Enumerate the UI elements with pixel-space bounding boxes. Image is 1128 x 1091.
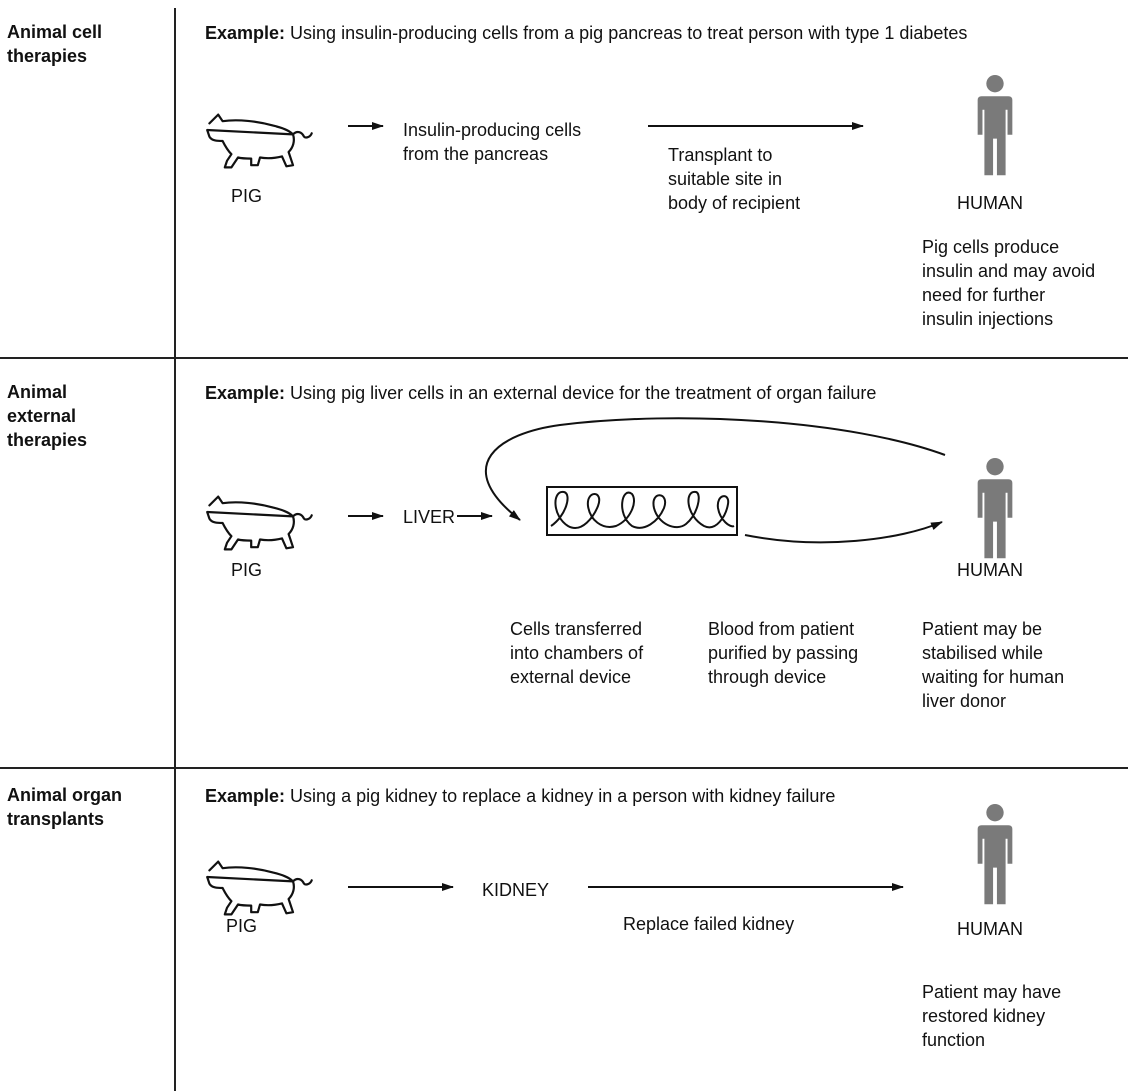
pig-label: PIG — [226, 916, 258, 936]
outcome-text: Patient may have restored kidney functio… — [922, 982, 1062, 1050]
row1-arrows — [348, 122, 864, 130]
row-heading-cell-therapies: Animal cell therapies — [7, 22, 103, 66]
row-divider-1 — [0, 357, 1128, 359]
example-cell-therapies: Example: Using insulin-producing cells f… — [205, 21, 967, 45]
external-device-icon — [546, 486, 738, 536]
kidney-label: KIDNEY — [482, 880, 550, 900]
example-text: Using pig liver cells in an external dev… — [285, 383, 877, 403]
example-label: Example: — [205, 23, 286, 43]
example-label: Example: — [205, 786, 286, 806]
human-label: HUMAN — [957, 919, 1023, 939]
blood-purified-text: Blood from patient purified by passing t… — [708, 619, 859, 687]
pig-label: PIG — [231, 186, 263, 206]
human-label: HUMAN — [957, 560, 1023, 580]
outcome-text: Pig cells produce insulin and may avoid … — [922, 237, 1096, 329]
pig-label: PIG — [231, 560, 263, 580]
human-figure-icon — [974, 804, 1016, 910]
cells-transferred-text: Cells transferred into chambers of exter… — [510, 619, 644, 687]
row-heading-external-therapies: Animal external therapies — [7, 382, 88, 450]
column-divider — [174, 8, 176, 1091]
example-organ-transplants: Example: Using a pig kidney to replace a… — [205, 784, 835, 808]
example-external-therapies: Example: Using pig liver cells in an ext… — [205, 381, 876, 405]
replace-label: Replace failed kidney — [623, 914, 795, 934]
transplant-label: Transplant to suitable site in body of r… — [668, 145, 801, 213]
liver-label: LIVER — [403, 507, 456, 527]
row-heading-organ-transplants: Animal organ transplants — [7, 785, 123, 829]
human-label: HUMAN — [957, 193, 1023, 213]
example-text: Using insulin-producing cells from a pig… — [285, 23, 968, 43]
example-text: Using a pig kidney to replace a kidney i… — [285, 786, 836, 806]
row-divider-2 — [0, 767, 1128, 769]
outcome-text: Patient may be stabilised while waiting … — [922, 619, 1065, 711]
cells-label: Insulin-producing cells from the pancrea… — [403, 120, 582, 164]
row2-arrows — [348, 417, 946, 544]
example-label: Example: — [205, 383, 286, 403]
